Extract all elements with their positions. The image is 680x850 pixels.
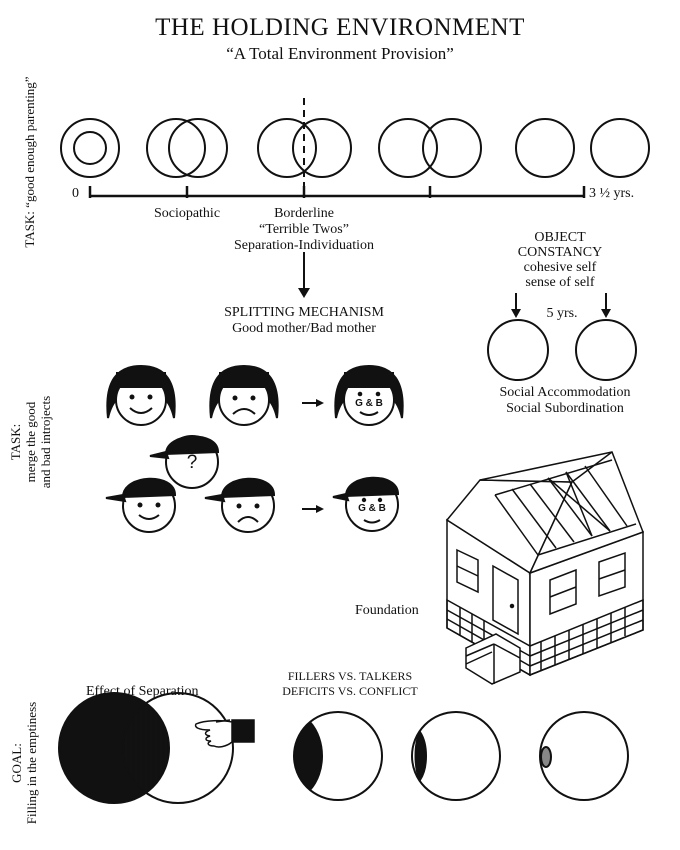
label-sociopathic: Sociopathic	[153, 206, 221, 221]
effect-of-separation-label: Effect of Separation	[86, 684, 199, 699]
fillers-vs-talkers: FILLERS VS. TALKERS	[287, 669, 413, 683]
splitting-mechanism-subtitle: Good mother/Bad mother	[232, 321, 376, 336]
face-question	[149, 435, 220, 489]
face-good-father	[105, 477, 177, 533]
question-mark: ?	[186, 452, 198, 473]
constancy-circle-left	[487, 319, 549, 381]
face-merged-father	[332, 476, 400, 532]
social-subordination: Social Subordination	[506, 401, 624, 416]
circle-pair-2	[146, 118, 228, 178]
face-merged-mother	[334, 364, 404, 426]
constancy-line3: cohesive self	[523, 260, 597, 275]
deficit-circle-small	[539, 711, 629, 801]
deficits-vs-conflict: DEFICITS VS. CONFLICT	[282, 684, 418, 698]
pointing-hand-icon	[194, 719, 255, 748]
face-bad-father	[204, 477, 276, 533]
label-borderline: Borderline	[274, 206, 334, 221]
circle-single-5	[515, 118, 575, 178]
constancy-line4: sense of self	[525, 275, 595, 290]
page-title: THE HOLDING ENVIRONMENT	[155, 14, 525, 41]
arrow-merge-2	[302, 505, 324, 513]
timeline-end-label: 3 ½ yrs.	[589, 186, 635, 201]
constancy-line1: OBJECT	[534, 230, 586, 245]
five-years-label: 5 yrs.	[546, 306, 578, 321]
merged-father-label: G & B	[358, 503, 386, 514]
circle-pair-1	[60, 118, 120, 178]
deficit-circle-medium	[411, 711, 501, 801]
circle-pair-4	[378, 118, 482, 178]
label-separation-individuation: Separation-Individuation	[234, 238, 374, 253]
timeline-start-label: 0	[72, 186, 79, 201]
foundation-label: Foundation	[355, 603, 419, 618]
face-good-mother	[106, 364, 176, 426]
deficit-circle-large	[293, 711, 383, 801]
arrow-merge-1	[302, 399, 324, 407]
face-bad-mother	[209, 364, 279, 426]
splitting-mechanism-title: SPLITTING MECHANISM	[224, 305, 384, 320]
circle-single-6	[590, 118, 650, 178]
page-subtitle: “A Total Environment Provision”	[226, 44, 454, 63]
separation-venn	[58, 692, 234, 804]
social-accommodation: Social Accommodation	[499, 385, 631, 400]
label-terrible-twos: “Terrible Twos”	[259, 222, 349, 237]
constancy-line2: CONSTANCY	[517, 245, 603, 260]
timeline	[88, 186, 586, 198]
merged-mother-label: G & B	[355, 398, 383, 409]
circle-pair-3	[257, 118, 352, 178]
house-drawing	[445, 451, 644, 685]
constancy-circle-right	[575, 319, 637, 381]
